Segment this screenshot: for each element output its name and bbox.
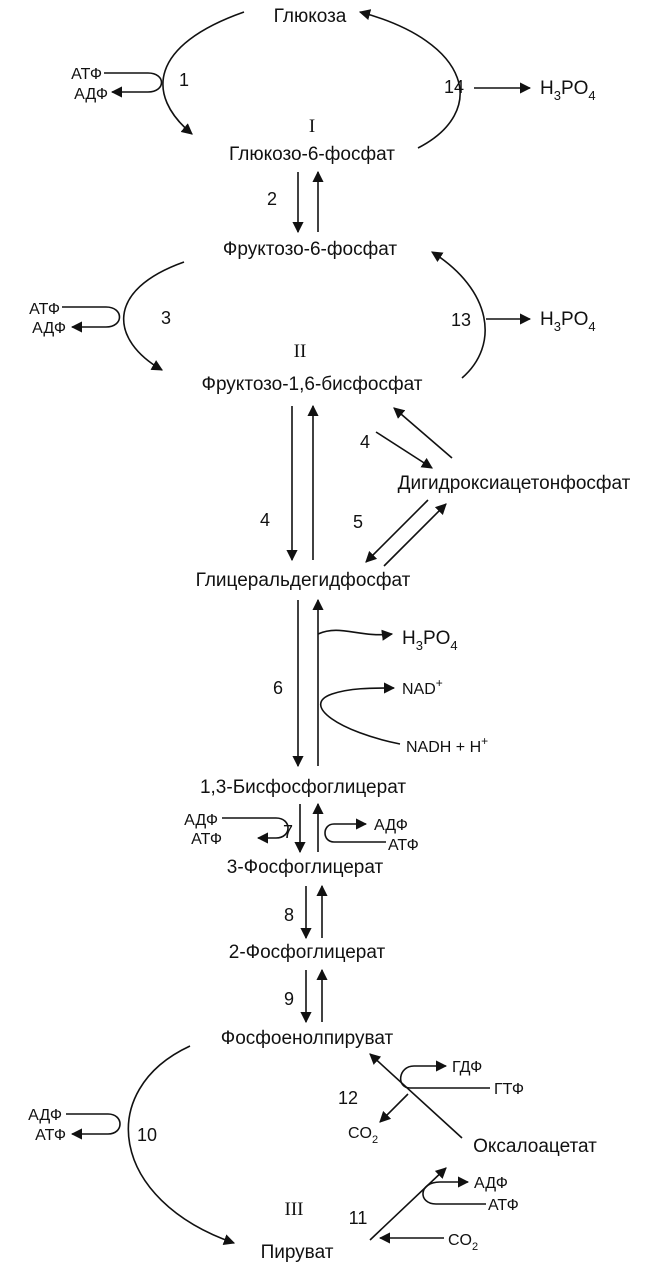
dhap-to-f16bp-arrow [393, 407, 453, 459]
reaction-1-number: 1 [179, 70, 189, 90]
atp-label-r3: АТФ [29, 301, 60, 318]
reaction-2-number: 2 [267, 189, 277, 209]
reaction-14-arc [358, 9, 461, 149]
dhap-to-gap-arrow [365, 499, 429, 563]
adp-label-r7-left: АДФ [184, 812, 218, 829]
adp-to-atp-r7-left [222, 817, 289, 844]
reaction-12-number: 12 [338, 1088, 358, 1108]
phosphoric-acid-label-r13: H3PO4 [540, 309, 596, 334]
phosphoric-acid-label-r14: H3PO4 [540, 78, 596, 103]
3-phosphoglycerate-label: 3-Фосфоглицерат [227, 857, 384, 878]
co2-release-r12 [379, 1093, 409, 1123]
nadh-label: NADH + H+ [406, 734, 488, 756]
reaction-10-arc [127, 1045, 236, 1245]
adp-to-atp-r10 [66, 1113, 121, 1140]
nad-plus-label: NAD+ [402, 676, 443, 698]
reaction-6-number: 6 [273, 678, 283, 698]
adp-label-r1: АДФ [74, 86, 108, 103]
reaction-13-arc [431, 251, 486, 379]
reaction-10-number: 10 [137, 1125, 157, 1145]
nadh-to-nad-curve [319, 682, 401, 745]
reaction-5-number: 5 [353, 512, 363, 532]
fructose-1-6-bisphosphate-label: Фруктозо-1,6-бисфосфат [202, 374, 423, 395]
atp-label-r1: АТФ [71, 66, 102, 83]
glyceraldehyde-phosphate-label: Глицеральдегидфосфат [196, 570, 411, 591]
atp-label-r7-left: АТФ [191, 831, 222, 848]
cycle-iii-label: III [285, 1199, 304, 1220]
co2-label-r11: CO2 [448, 1232, 478, 1253]
atp-to-adp-r3 [62, 306, 121, 333]
reaction-12-arrow [369, 1053, 463, 1139]
dihydroxyacetone-phosphate-label: Дигидроксиацетонфосфат [398, 473, 631, 494]
reaction-11-arrow [369, 1167, 447, 1241]
atp-label-r11: АТФ [488, 1197, 519, 1214]
reaction-14-number: 14 [444, 77, 464, 97]
2-phosphoglycerate-label: 2-Фосфоглицерат [229, 942, 386, 963]
reaction-4-lower-number: 4 [260, 510, 270, 530]
adp-label-r7-right: АДФ [374, 817, 408, 834]
reaction-4-upper-number: 4 [360, 432, 370, 452]
f16bp-to-dhap-arrow [375, 431, 433, 469]
glucose-6-phosphate-label: Глюкозо-6-фосфат [229, 144, 395, 165]
phosphoenolpyruvate-label: Фосфоенолпируват [221, 1028, 394, 1049]
oxaloacetate-label: Оксалоацетат [473, 1136, 597, 1157]
cycle-ii-label: II [294, 341, 307, 362]
phosphate-release-r6 [317, 629, 394, 641]
reaction-13-number: 13 [451, 310, 471, 330]
gap-to-dhap-arrow [383, 503, 447, 567]
atp-to-adp-r11 [422, 1176, 486, 1205]
fructose-6-phosphate-label: Фруктозо-6-фосфат [223, 239, 397, 260]
atp-label-r10: АТФ [35, 1127, 66, 1144]
gtp-label-r12: ГТФ [494, 1081, 524, 1098]
reaction-3-number: 3 [161, 308, 171, 328]
cycle-i-label: I [309, 116, 315, 137]
atp-to-adp-r1 [104, 72, 163, 98]
reaction-1-arc [162, 11, 245, 135]
pyruvate-label: Пируват [261, 1242, 334, 1263]
reaction-3-arc [123, 261, 185, 371]
reaction-9-number: 9 [284, 989, 294, 1009]
gtp-to-gdp-r12 [399, 1060, 490, 1089]
co2-label-r12: CO2 [348, 1125, 378, 1146]
adp-label-r3: АДФ [32, 320, 66, 337]
gdp-label-r12: ГДФ [452, 1059, 482, 1076]
atp-label-r7-right: АТФ [388, 837, 419, 854]
atp-to-adp-r7-right [324, 818, 386, 843]
glucose-label: Глюкоза [274, 6, 347, 27]
adp-label-r11: АДФ [474, 1175, 508, 1192]
reaction-11-number: 11 [349, 1208, 368, 1228]
1-3-bisphosphoglycerate-label: 1,3-Бисфосфоглицерат [200, 777, 406, 798]
reaction-8-number: 8 [284, 905, 294, 925]
phosphoric-acid-label-r6: H3PO4 [402, 628, 458, 653]
adp-label-r10: АДФ [28, 1107, 62, 1124]
